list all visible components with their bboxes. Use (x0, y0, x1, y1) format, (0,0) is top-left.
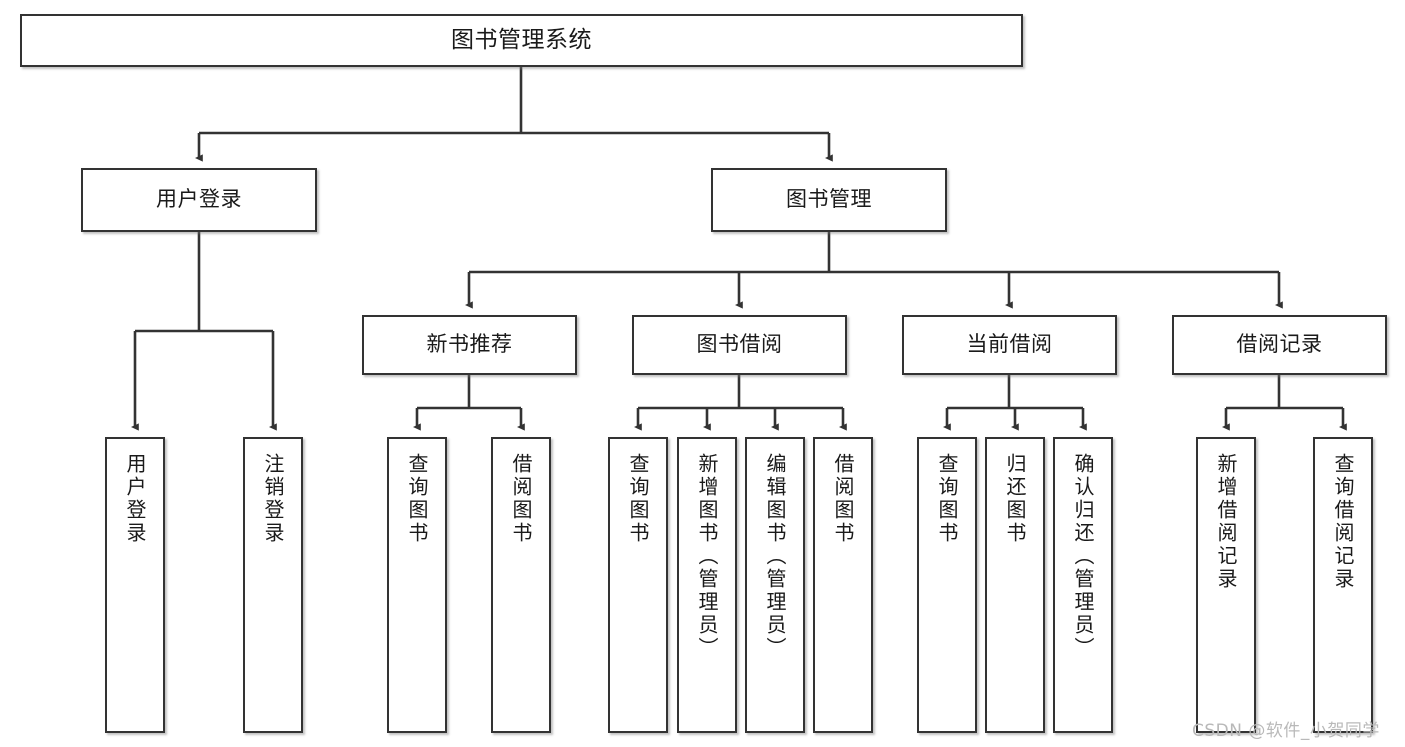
node-leaf-query-record[interactable]: 查询借阅记录 (1313, 437, 1373, 733)
node-leaf-add-book[interactable]: 新增图书（管理员） (677, 437, 737, 733)
node-leaf-borrow-book-1-label: 借阅图书 (509, 453, 533, 545)
node-leaf-query-book-1-label: 查询图书 (405, 453, 429, 545)
node-new-book-recommend[interactable]: 新书推荐 (362, 315, 577, 375)
node-borrow-record[interactable]: 借阅记录 (1172, 315, 1387, 375)
node-leaf-borrow-book-1[interactable]: 借阅图书 (491, 437, 551, 733)
node-leaf-user-login-label: 用户登录 (123, 453, 147, 545)
node-leaf-query-record-label: 查询借阅记录 (1331, 453, 1355, 591)
node-leaf-query-book-1[interactable]: 查询图书 (387, 437, 447, 733)
node-user-login-label: 用户登录 (156, 187, 242, 212)
node-leaf-user-login[interactable]: 用户登录 (105, 437, 165, 733)
node-current-borrow[interactable]: 当前借阅 (902, 315, 1117, 375)
node-leaf-confirm-return-label: 确认归还（管理员） (1071, 453, 1095, 660)
node-current-borrow-label: 当前借阅 (966, 332, 1053, 357)
node-leaf-query-book-2-label: 查询图书 (626, 453, 650, 545)
node-root-label: 图书管理系统 (451, 26, 592, 53)
node-leaf-query-book-3-label: 查询图书 (935, 453, 959, 545)
node-leaf-query-book-3[interactable]: 查询图书 (917, 437, 977, 733)
node-leaf-confirm-return[interactable]: 确认归还（管理员） (1053, 437, 1113, 733)
node-new-book-recommend-label: 新书推荐 (426, 332, 513, 357)
node-leaf-return-book[interactable]: 归还图书 (985, 437, 1045, 733)
node-leaf-borrow-book-2-label: 借阅图书 (831, 453, 855, 545)
node-leaf-return-book-label: 归还图书 (1003, 453, 1027, 545)
node-leaf-logout-login[interactable]: 注销登录 (243, 437, 303, 733)
node-book-manage-label: 图书管理 (786, 187, 872, 212)
node-leaf-borrow-book-2[interactable]: 借阅图书 (813, 437, 873, 733)
node-book-borrow[interactable]: 图书借阅 (632, 315, 847, 375)
node-leaf-add-book-label: 新增图书（管理员） (695, 453, 719, 660)
node-leaf-query-book-2[interactable]: 查询图书 (608, 437, 668, 733)
watermark: CSDN @软件_小贺同学 (1192, 721, 1380, 741)
node-leaf-add-record[interactable]: 新增借阅记录 (1196, 437, 1256, 733)
node-book-manage[interactable]: 图书管理 (711, 168, 947, 232)
node-leaf-edit-book-label: 编辑图书（管理员） (763, 453, 787, 660)
node-leaf-edit-book[interactable]: 编辑图书（管理员） (745, 437, 805, 733)
node-borrow-record-label: 借阅记录 (1236, 332, 1323, 357)
node-user-login[interactable]: 用户登录 (81, 168, 317, 232)
node-book-borrow-label: 图书借阅 (696, 332, 783, 357)
node-leaf-logout-login-label: 注销登录 (261, 453, 285, 545)
node-root[interactable]: 图书管理系统 (20, 14, 1023, 67)
node-leaf-add-record-label: 新增借阅记录 (1214, 453, 1238, 591)
